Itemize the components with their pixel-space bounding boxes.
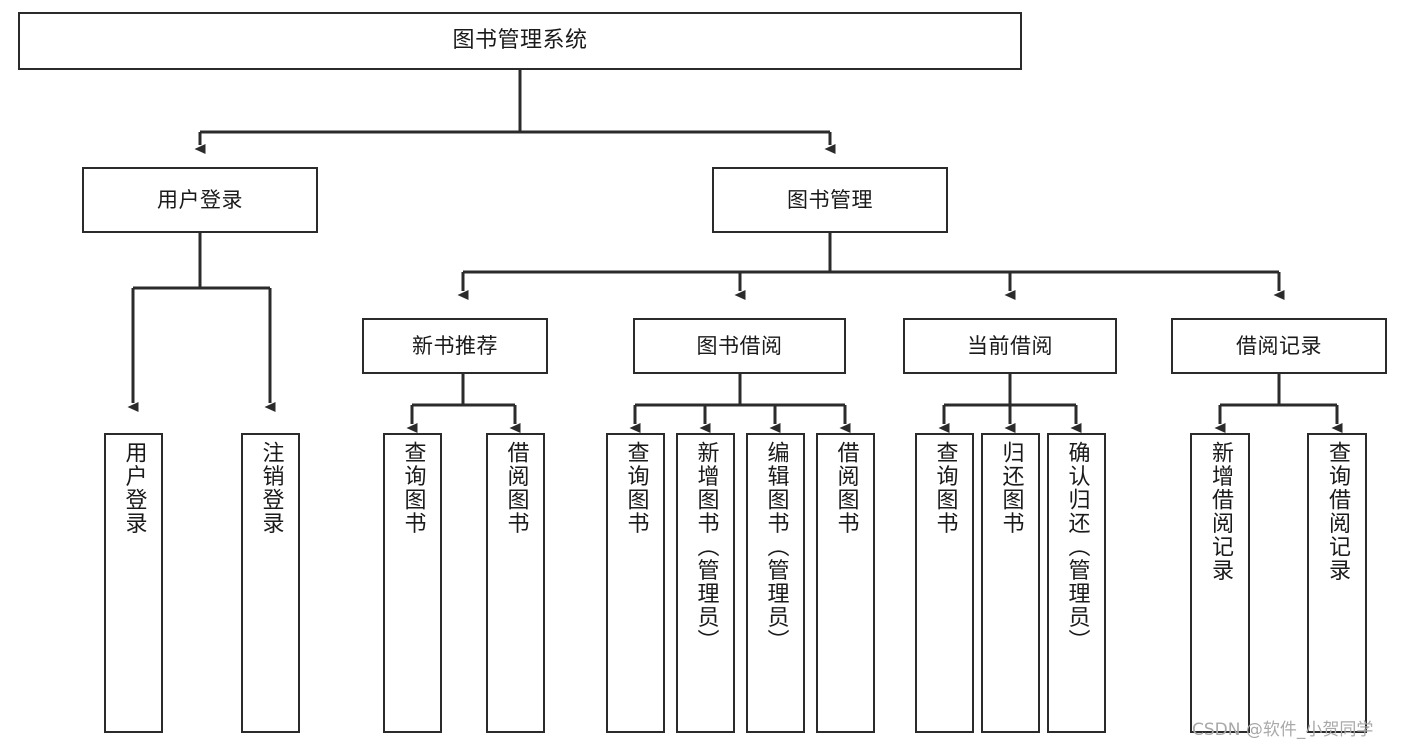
node-user-login-label: 用户登录 bbox=[157, 187, 243, 212]
node-root-system-label: 图书管理系统 bbox=[452, 28, 588, 54]
node-book-borrow-label: 图书借阅 bbox=[696, 333, 783, 358]
leaf-record-query[interactable]: 查询借阅记录 bbox=[1307, 433, 1367, 733]
leaf-user-login-logout[interactable]: 注销登录 bbox=[241, 433, 300, 733]
leaf-borrow-add-book[interactable]: 新增图书（管理员） bbox=[676, 433, 735, 733]
leaf-new-book-borrow-label: 借阅图书 bbox=[503, 441, 529, 535]
leaf-record-add-label: 新增借阅记录 bbox=[1208, 441, 1233, 582]
leaf-new-book-borrow[interactable]: 借阅图书 bbox=[486, 433, 545, 733]
leaf-current-confirm-return[interactable]: 确认归还（管理员） bbox=[1047, 433, 1106, 733]
leaf-current-query-book[interactable]: 查询图书 bbox=[915, 433, 974, 733]
node-new-book-recommend-label: 新书推荐 bbox=[412, 333, 498, 358]
leaf-user-login-login-label: 用户登录 bbox=[121, 441, 147, 535]
node-book-management-label: 图书管理 bbox=[787, 187, 873, 212]
leaf-record-add[interactable]: 新增借阅记录 bbox=[1190, 433, 1250, 733]
node-root-system[interactable]: 图书管理系统 bbox=[18, 12, 1022, 70]
node-borrow-record[interactable]: 借阅记录 bbox=[1171, 318, 1387, 374]
node-user-login[interactable]: 用户登录 bbox=[82, 167, 318, 233]
leaf-current-confirm-return-label: 确认归还（管理员） bbox=[1064, 441, 1090, 653]
leaf-borrow-query-book[interactable]: 查询图书 bbox=[606, 433, 665, 733]
leaf-borrow-query-book-label: 查询图书 bbox=[623, 441, 649, 535]
leaf-new-book-query[interactable]: 查询图书 bbox=[383, 433, 442, 733]
node-borrow-record-label: 借阅记录 bbox=[1236, 333, 1322, 358]
node-current-borrow-label: 当前借阅 bbox=[967, 333, 1053, 358]
csdn-watermark: CSDN @软件_小贺同学 bbox=[1192, 720, 1374, 740]
leaf-new-book-query-label: 查询图书 bbox=[400, 441, 426, 535]
leaf-borrow-edit-book-label: 编辑图书（管理员） bbox=[763, 441, 789, 653]
leaf-user-login-login[interactable]: 用户登录 bbox=[104, 433, 163, 733]
leaf-record-query-label: 查询借阅记录 bbox=[1325, 441, 1350, 582]
node-current-borrow[interactable]: 当前借阅 bbox=[903, 318, 1117, 374]
node-book-borrow[interactable]: 图书借阅 bbox=[633, 318, 846, 374]
node-book-management[interactable]: 图书管理 bbox=[712, 167, 948, 233]
node-new-book-recommend[interactable]: 新书推荐 bbox=[362, 318, 548, 374]
leaf-current-query-book-label: 查询图书 bbox=[932, 441, 958, 535]
leaf-borrow-borrow-book[interactable]: 借阅图书 bbox=[816, 433, 875, 733]
leaf-borrow-add-book-label: 新增图书（管理员） bbox=[693, 441, 719, 653]
leaf-current-return-book-label: 归还图书 bbox=[998, 441, 1024, 535]
leaf-borrow-borrow-book-label: 借阅图书 bbox=[833, 441, 859, 535]
leaf-current-return-book[interactable]: 归还图书 bbox=[981, 433, 1040, 733]
leaf-borrow-edit-book[interactable]: 编辑图书（管理员） bbox=[746, 433, 805, 733]
leaf-user-login-logout-label: 注销登录 bbox=[258, 441, 284, 535]
